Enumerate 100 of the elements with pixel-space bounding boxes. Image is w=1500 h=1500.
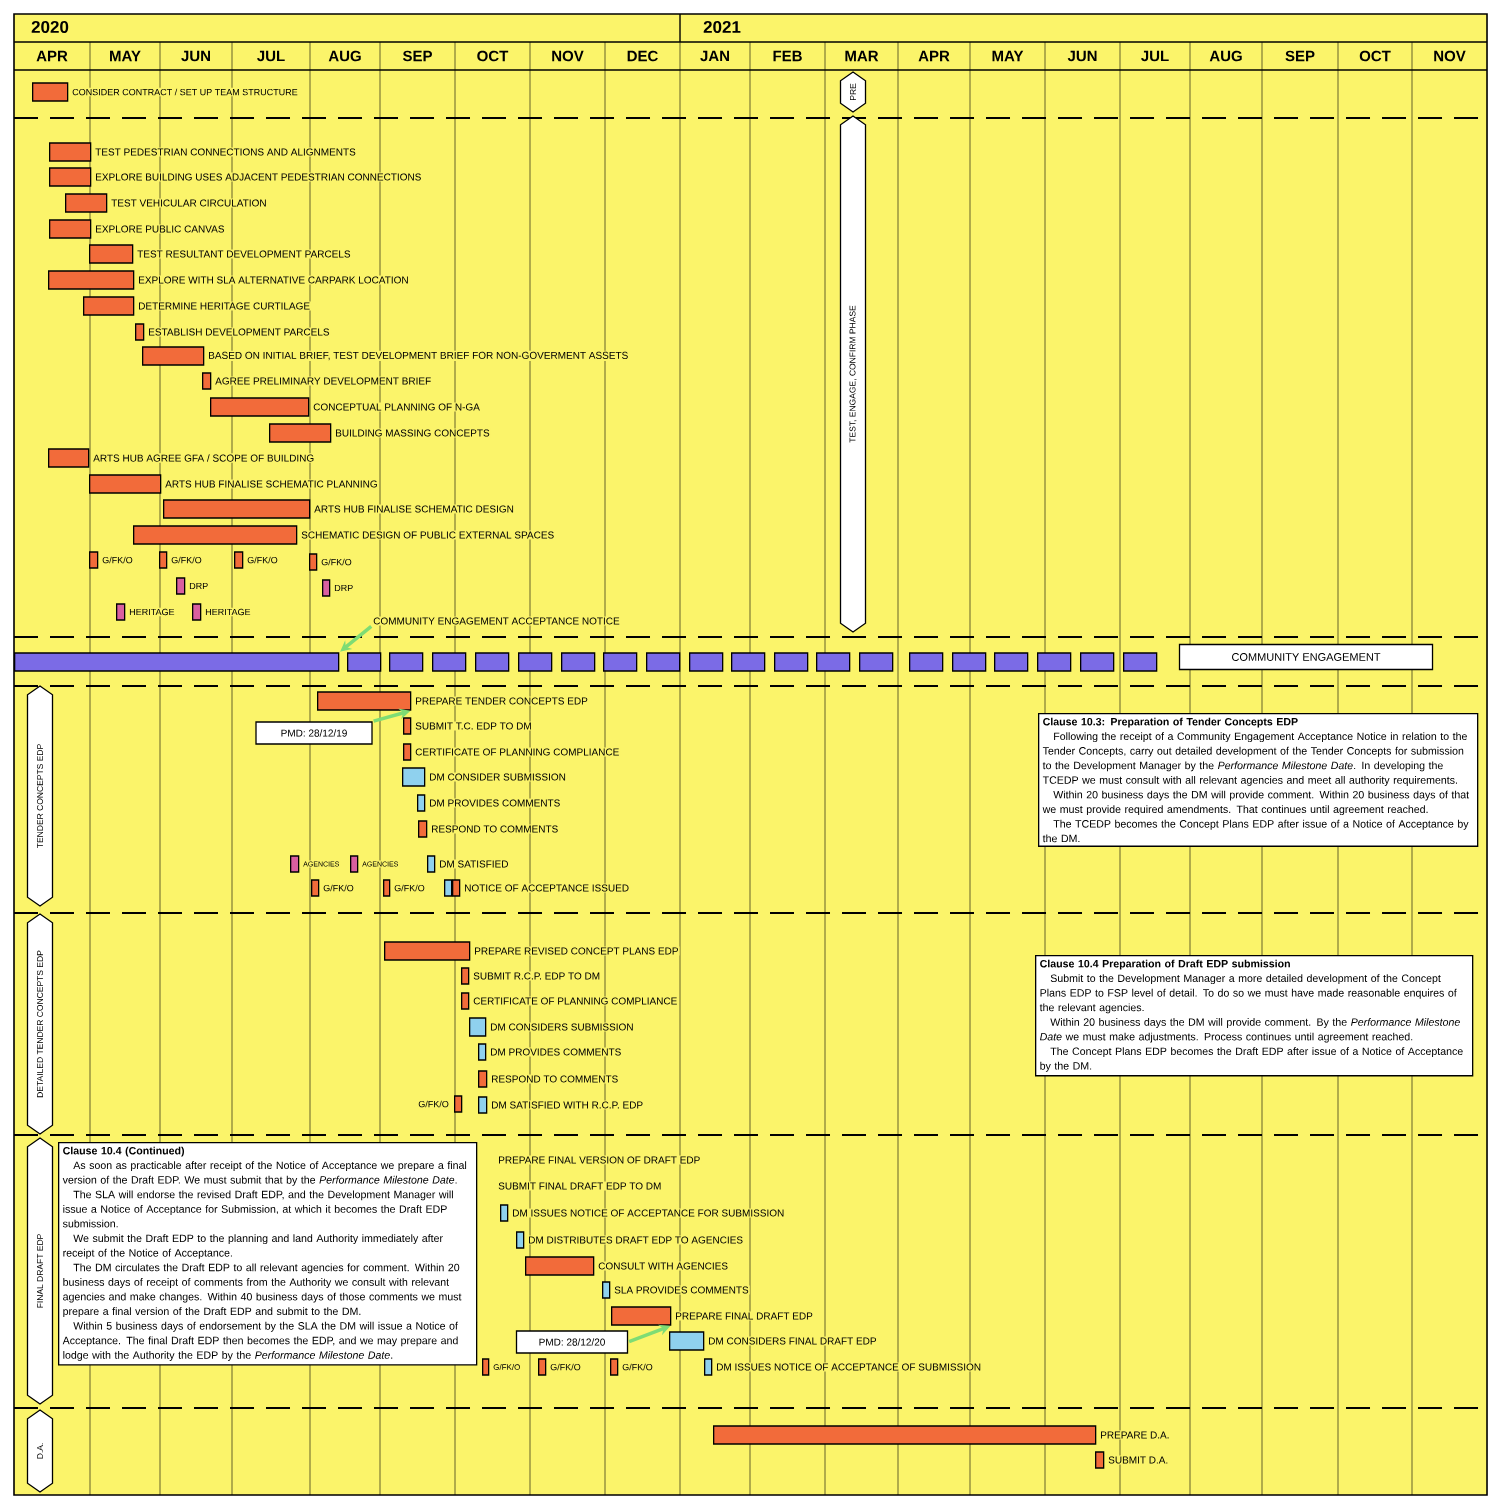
task-label: PREPARE REVISED CONCEPT PLANS EDP	[473, 946, 680, 956]
task-label: RESPOND TO COMMENTS	[430, 824, 560, 834]
schedule-bar	[133, 525, 298, 545]
schedule-bar	[610, 1358, 619, 1376]
phase-tab: TEST, ENGAGE, CONFIRM PHASE	[839, 115, 867, 633]
task-label: BASED ON INITIAL BRIEF, TEST DEVELOPMENT BRIEF FOR NON-GOVERMENT ASSETS	[207, 350, 630, 362]
task-label: DRP	[333, 583, 355, 593]
task-label: EXPLORE WITH SLA ALTERNATIVE CARPARK LOCATION	[137, 275, 410, 285]
task-label: DM CONSIDERS FINAL DRAFT EDP	[707, 1336, 878, 1346]
task-label: SLA PROVIDES COMMENTS	[613, 1285, 750, 1295]
task-label: PREPARE D.A.	[1099, 1430, 1171, 1440]
schedule-bar	[478, 1096, 488, 1114]
month-label: OCT	[477, 50, 509, 62]
month-label: SEP	[402, 50, 432, 62]
schedule-bar	[383, 879, 391, 897]
task-label: ESTABLISH DEVELOPMENT PARCELS	[147, 327, 331, 337]
task-label: SUBMIT D.A.	[1107, 1455, 1170, 1465]
schedule-bar	[322, 579, 331, 597]
task-label: DM PROVIDES COMMENTS	[428, 798, 562, 808]
schedule-bar	[48, 270, 135, 290]
schedule-bar	[49, 142, 92, 162]
task-label: DM ISSUES NOTICE OF ACCEPTANCE OF SUBMISSION	[715, 1362, 983, 1372]
clause-paragraph: The SLA will endorse the revised Draft EDP, and the Development Manager will issue a Notice of Acceptance for Submission, at which it becomes the Draft EDP submission.	[62, 1190, 453, 1228]
arrow	[340, 625, 373, 652]
task-label: HERITAGE	[204, 607, 252, 617]
schedule-bar	[49, 167, 92, 187]
clause-heading: Clause 10.4 Preparation of Draft EDP submission	[1040, 959, 1290, 970]
schedule-bar	[452, 879, 461, 897]
schedule-bar	[89, 551, 99, 569]
schedule-bar	[48, 448, 90, 468]
schedule-bar	[402, 767, 426, 787]
task-label: AGREE PRELIMINARY DEVELOPMENT BRIEF	[214, 376, 433, 386]
clause-paragraph: Within 5 business days of endorsement by the SLA the DM will issue a Notice of Acceptance. The final Draft EDP then becomes the EDP, and we may prepare and lodge with the Authority the EDP by the Performance Milestone Date.	[62, 1321, 458, 1361]
clause-paragraph: Submit to the Development Manager a more detailed development of the Concept Plans EDP to FSP level of detail. To do so we must have made reasonable enquires of the relevant agencies.	[1039, 974, 1457, 1014]
month-label: NOV	[1434, 50, 1466, 62]
label-box: PMD: 28/12/19	[255, 721, 373, 745]
schedule-bar	[469, 1017, 487, 1037]
phase-tab: DETAILED TENDER CONCEPTS EDP	[26, 913, 54, 1135]
task-label: DM PROVIDES COMMENTS	[489, 1047, 623, 1057]
month-label: APR	[36, 50, 68, 62]
clause-heading: Clause 10.4 (Continued)	[63, 1146, 185, 1157]
schedule-bar	[561, 652, 596, 672]
schedule-bar	[704, 1358, 713, 1376]
task-label: BUILDING MASSING CONCEPTS	[334, 428, 491, 438]
schedule-bar	[454, 1095, 463, 1113]
task-label: PREPARE TENDER CONCEPTS EDP	[414, 696, 589, 706]
month-label: MAY	[110, 50, 141, 62]
task-label: TEST VEHICULAR CIRCULATION	[110, 198, 268, 208]
year-label: 2021	[703, 20, 741, 33]
clause-paragraph: The Concept Plans EDP becomes the Draft EDP after issue of a Notice of Acceptance by the DM.	[1040, 1047, 1463, 1072]
schedule-bar	[461, 967, 470, 985]
schedule-bar	[65, 193, 108, 213]
schedule-bar	[14, 652, 340, 672]
task-label: G/FK/O	[170, 555, 203, 565]
schedule-bar	[646, 652, 681, 672]
schedule-bar	[290, 855, 300, 873]
task-label: DM DISTRIBUTES DRAFT EDP TO AGENCIES	[527, 1235, 745, 1245]
phase-tab: FINAL DRAFT EDP	[26, 1137, 54, 1405]
task-label: SUBMIT T.C. EDP TO DM	[414, 721, 533, 731]
task-label: CONSIDER CONTRACT / SET UP TEAM STRUCTURE	[71, 87, 299, 97]
phase-tab: PRE	[839, 71, 867, 113]
schedule-bar	[859, 652, 894, 672]
schedule-bar	[192, 603, 202, 621]
task-label: SCHEMATIC DESIGN OF PUBLIC EXTERNAL SPACES	[300, 530, 556, 540]
clause-paragraph: Within 20 business days the DM will provide comment. Within 20 business days of that we must provide required amendments. That continues until agreement reached.	[1042, 790, 1470, 816]
schedule-bar	[417, 794, 426, 812]
task-label: DM CONSIDERS SUBMISSION	[489, 1022, 635, 1032]
clause-box	[1038, 713, 1479, 847]
schedule-bar	[538, 1358, 547, 1376]
schedule-bar	[689, 652, 724, 672]
schedule-bar	[611, 1306, 672, 1326]
task-label: G/FK/O	[621, 1362, 654, 1372]
schedule-bar	[269, 423, 332, 443]
schedule-bar	[482, 1358, 490, 1376]
schedule-bar	[1123, 652, 1158, 672]
schedule-bar	[952, 652, 987, 672]
schedule-bar	[774, 652, 809, 672]
task-label: G/FK/O	[322, 883, 355, 893]
month-label: JUL	[257, 50, 285, 62]
month-label: AUG	[1209, 50, 1242, 62]
year-label: 2020	[31, 20, 69, 33]
callout-text: COMMUNITY ENGAGEMENT ACCEPTANCE NOTICE	[372, 616, 621, 626]
schedule-bar	[1037, 652, 1072, 672]
clause-box	[58, 1142, 478, 1366]
schedule-bar	[389, 652, 424, 672]
schedule-bar	[994, 652, 1029, 672]
schedule-bar	[1080, 652, 1115, 672]
month-label: MAY	[992, 50, 1024, 62]
task-label: DM CONSIDER SUBMISSION	[428, 772, 567, 782]
schedule-bar	[163, 499, 311, 519]
task-label: SUBMIT R.C.P. EDP TO DM	[472, 971, 602, 981]
label-box: PMD: 28/12/20	[515, 1330, 629, 1354]
schedule-bar	[116, 603, 126, 621]
schedule-bar	[311, 879, 320, 897]
month-label: DEC	[627, 50, 658, 62]
schedule-bar	[478, 1043, 487, 1061]
schedule-bar	[159, 551, 168, 569]
schedule-bar	[602, 1281, 611, 1299]
schedule-bar	[432, 652, 467, 672]
schedule-bar	[500, 1204, 509, 1222]
